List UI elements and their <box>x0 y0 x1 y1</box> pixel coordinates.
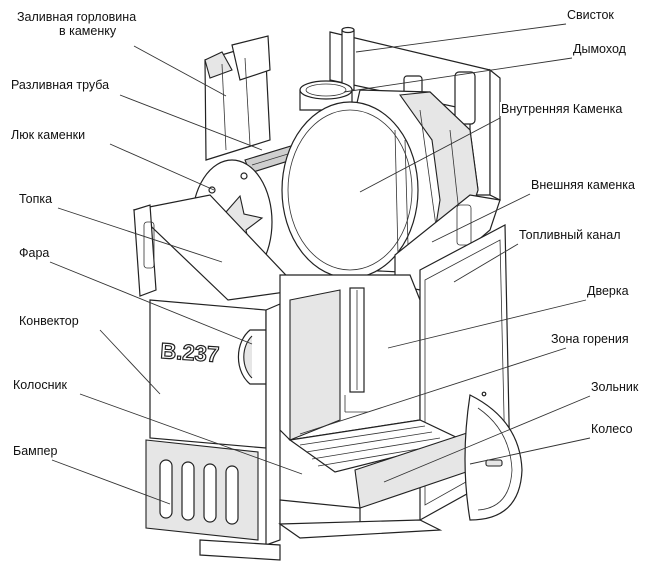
label-wheel: Колесо <box>590 422 634 436</box>
label-whistle: Свисток <box>566 8 615 22</box>
whistle-pipe <box>341 29 355 91</box>
label-door: Дверка <box>586 284 630 298</box>
label-distribution-pipe: Разливная труба <box>10 78 111 92</box>
label-outer-stove: Внешняя каменка <box>530 178 636 192</box>
wheel <box>464 394 523 521</box>
label-inner-stove: Внутренняя Каменка <box>500 102 624 116</box>
label-grate: Колосник <box>12 378 68 392</box>
label-filler-neck-line2: в каменку <box>59 24 117 38</box>
label-chimney: Дымоход <box>572 42 627 56</box>
label-headlight: Фара <box>18 246 51 260</box>
top-frame <box>132 194 302 301</box>
label-combustion-zone: Зона горения <box>550 332 630 346</box>
whistle-top <box>341 26 355 34</box>
nameplate-text: B.237 <box>160 338 220 367</box>
headlight <box>237 329 267 385</box>
body-side <box>265 303 281 546</box>
label-convector: Конвектор <box>18 314 80 328</box>
label-bumper: Бампер <box>12 444 59 458</box>
label-filler-neck-line1: Заливная горловина <box>17 10 137 24</box>
back-panel-side <box>489 68 501 201</box>
label-stove-hatch: Люк каменки <box>10 128 87 142</box>
label-filler-neck: Заливная горловина в каменку <box>16 10 138 38</box>
back-panel-slot-2 <box>454 71 476 125</box>
label-fuel-channel: Топливный канал <box>518 228 622 242</box>
label-firebox: Топка <box>18 192 54 206</box>
label-ash-pan: Зольник <box>590 380 640 394</box>
